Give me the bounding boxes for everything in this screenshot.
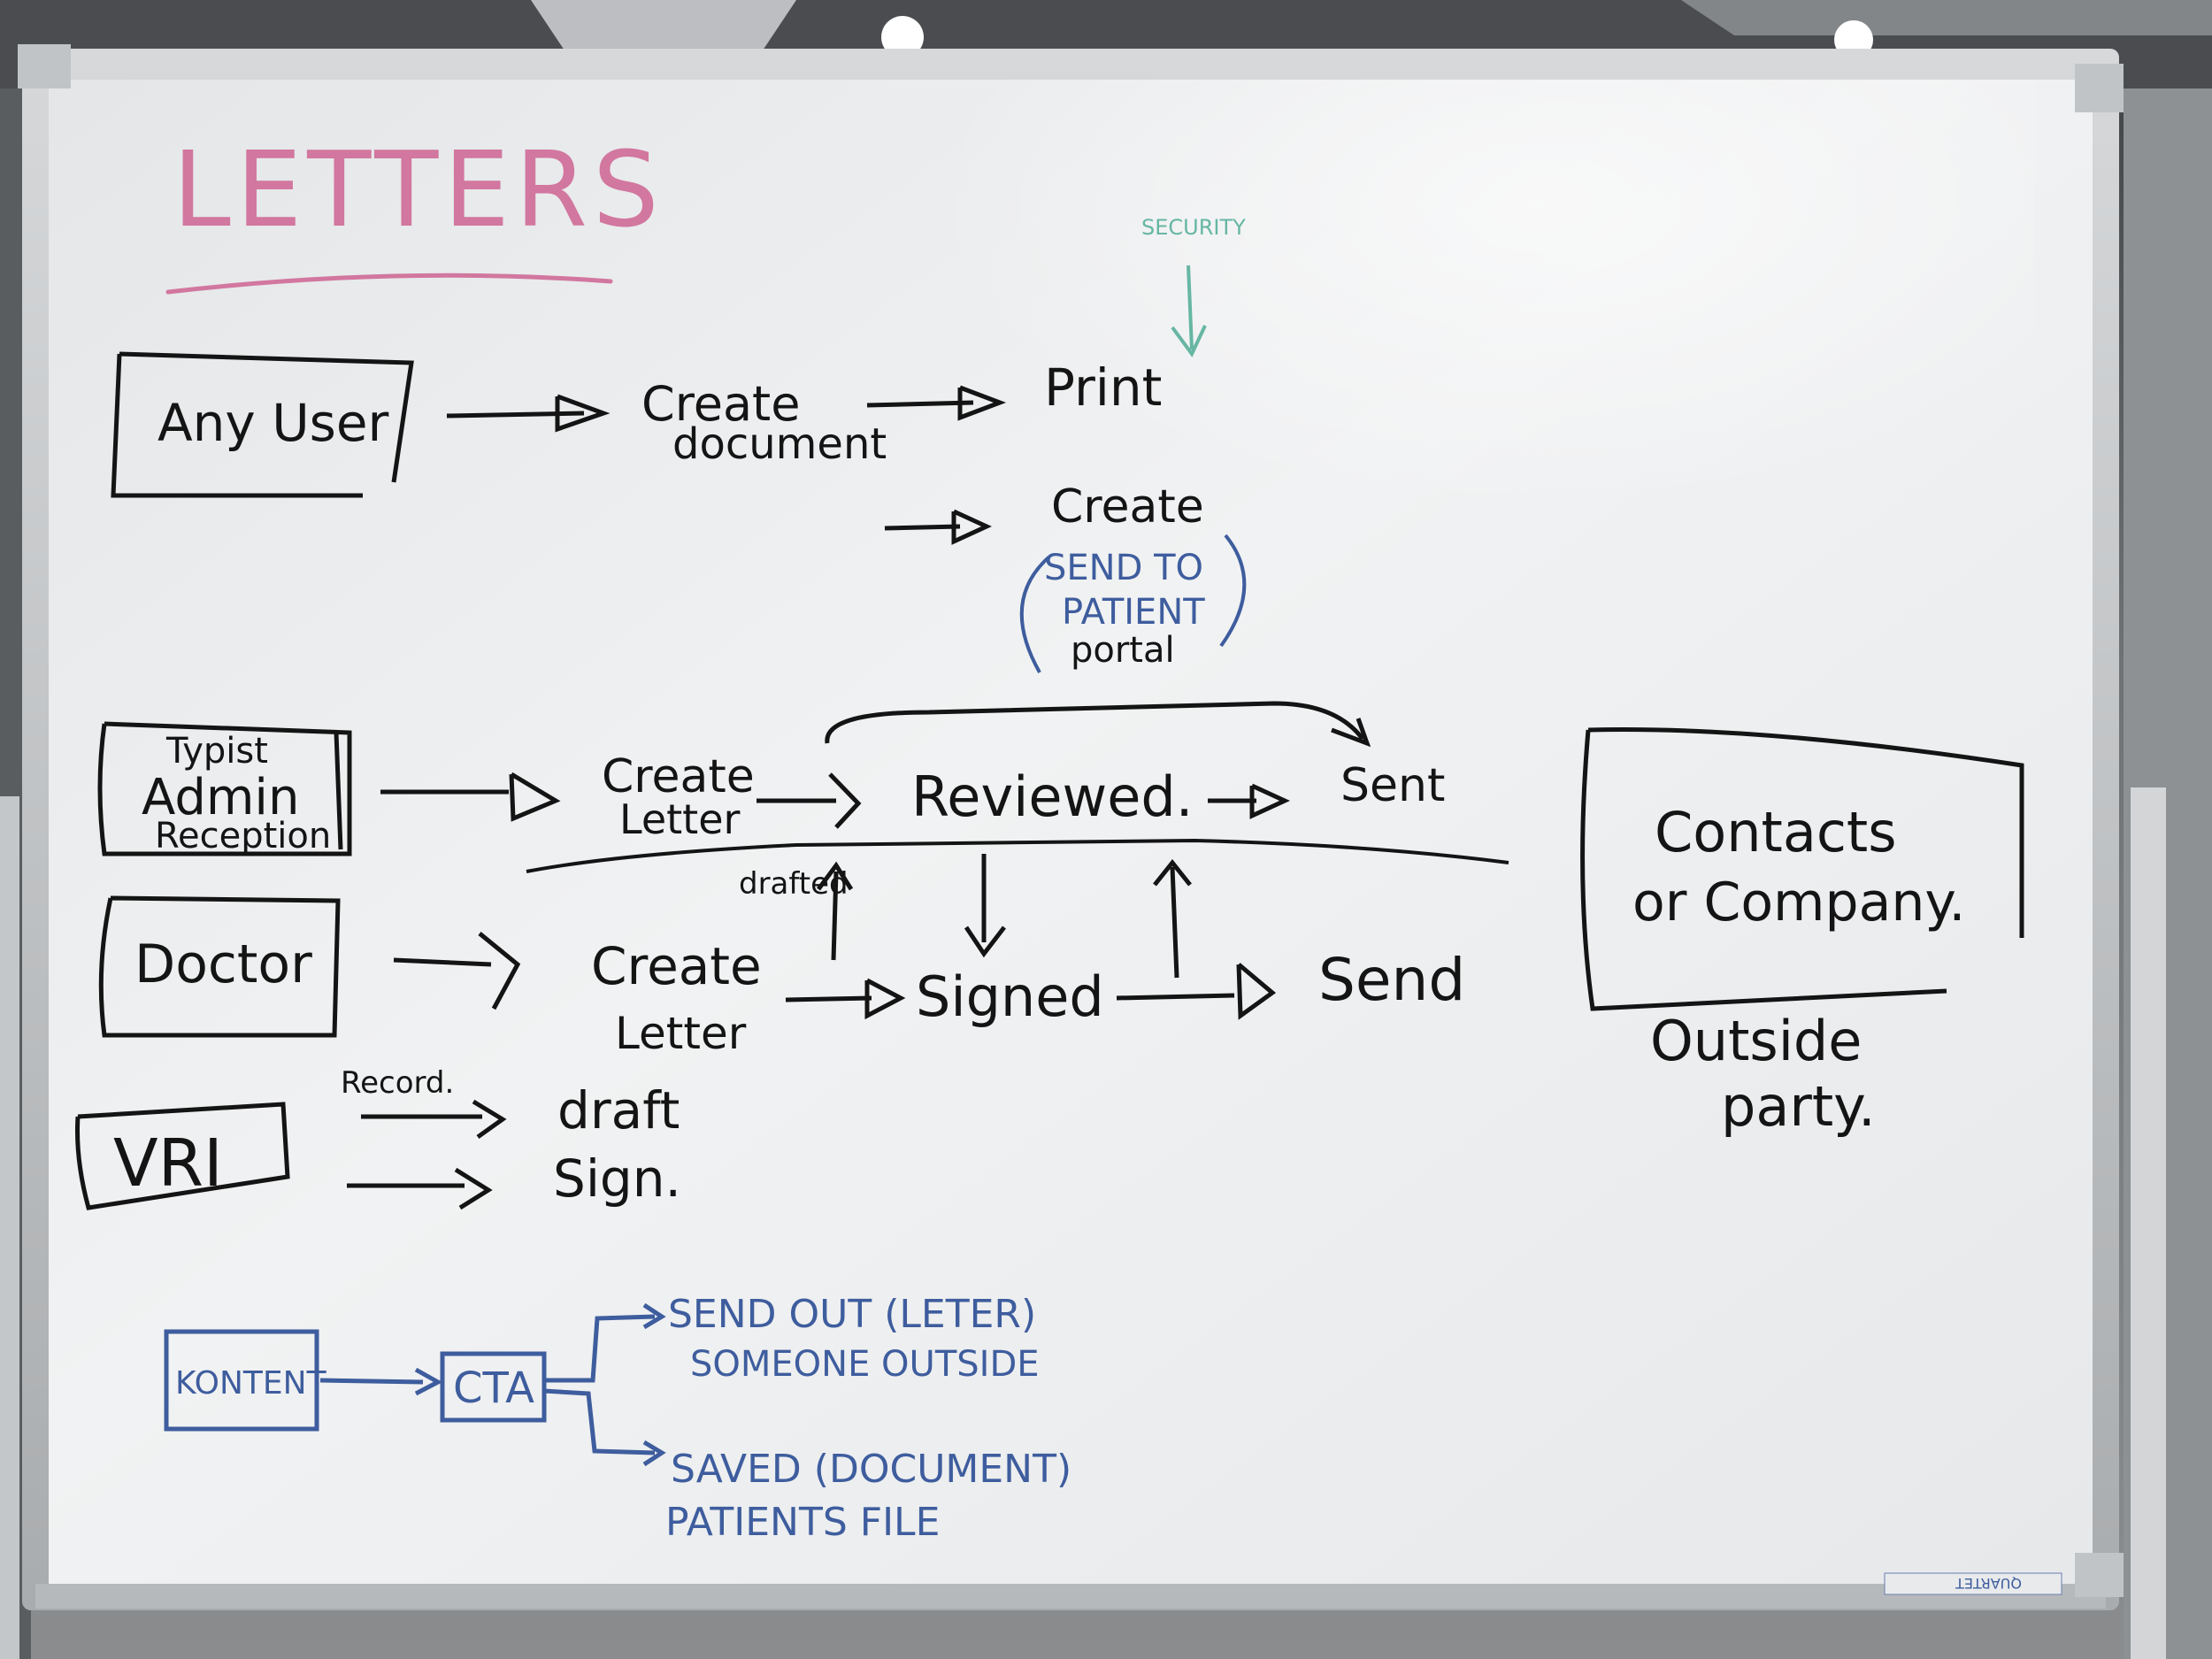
brand-sticker	[1884, 1572, 2062, 1595]
corner-br	[2075, 1553, 2124, 1597]
arrow-head-vri-to-sign	[454, 1167, 493, 1210]
actor-doctor: Doctor	[134, 933, 312, 995]
admin-create-line1: Create	[602, 750, 755, 803]
patient-bracket-right	[1219, 534, 1247, 648]
arc-create-to-sent	[825, 701, 1364, 744]
branch-to-send-out	[544, 1314, 656, 1383]
security-arrow-head	[1171, 325, 1207, 357]
marker-tray	[35, 1584, 2106, 1609]
arrow-head-content-to-cta	[414, 1367, 443, 1396]
step-reviewed: Reviewed.	[911, 764, 1193, 829]
step-create-patient: Create	[1051, 480, 1204, 534]
actor-box-doctor	[98, 895, 341, 1038]
arrow-send-up-head	[1153, 858, 1192, 887]
actor-admin-line3: Reception	[155, 816, 331, 856]
actor-admin-line2: Admin	[142, 769, 299, 826]
security-note: SECURITY	[1141, 215, 1246, 240]
arrow-head-signed-to-send	[1236, 963, 1277, 1020]
ceiling-panel	[531, 0, 796, 53]
saved-line1: SAVED (DOCUMENT)	[671, 1447, 1071, 1492]
arrow-create-to-print	[866, 400, 974, 408]
patient-note-line1: SEND TO	[1044, 548, 1203, 588]
outside-label-line2: party.	[1721, 1074, 1876, 1139]
arrow-any-to-create	[446, 411, 585, 419]
step-create-document-line1: Create	[641, 376, 800, 432]
content-box	[164, 1329, 319, 1432]
arrow-signed-to-send	[1116, 993, 1235, 1001]
cta-content-label: KONTENT	[175, 1365, 327, 1402]
board-title: LETTERS	[173, 128, 664, 250]
ceiling-panel-right	[1681, 0, 2212, 35]
step-sign: Sign.	[553, 1148, 681, 1209]
actor-box-vri	[75, 1102, 290, 1210]
security-arrow	[1187, 265, 1194, 350]
arrow-to-create-patient	[884, 524, 961, 531]
saved-line2: PATIENTS FILE	[665, 1500, 940, 1545]
doctor-create-line1: Create	[591, 936, 762, 996]
arrow-head-send-out	[642, 1302, 666, 1330]
actor-vri: VRI	[113, 1125, 223, 1202]
send-out-line2: SOMEONE OUTSIDE	[690, 1344, 1040, 1385]
corner-tr	[2075, 64, 2124, 112]
arrow-down-head	[964, 926, 1006, 958]
arrow-head-create-to-print	[957, 385, 1007, 421]
row-divider	[526, 838, 1509, 873]
arrow-head-admin-to-create	[509, 772, 561, 822]
title-underline	[165, 273, 613, 295]
patient-note-line2: PATIENT	[1062, 592, 1205, 633]
patient-note-line3: portal	[1071, 630, 1175, 671]
board-glare	[796, 80, 2035, 699]
brand-label: QUARTET	[1955, 1575, 2022, 1592]
arrow-up-to-reviewed	[831, 871, 839, 961]
cta-label: CTA	[453, 1363, 534, 1413]
step-sent: Sent	[1340, 759, 1445, 812]
arc-arrow-head	[1331, 718, 1371, 748]
outside-box-line2: or Company.	[1632, 872, 1965, 933]
outside-box	[1580, 727, 2024, 1011]
step-create-document-line2: document	[672, 419, 887, 469]
actor-box-any-user	[111, 351, 414, 498]
cta-box	[440, 1351, 547, 1423]
arrow-head-to-create-patient	[951, 509, 992, 545]
branch-to-saved	[543, 1388, 656, 1455]
arrow-head-any-to-create	[555, 394, 611, 433]
actor-box-admin	[97, 721, 352, 856]
arrow-head-create-to-signed	[864, 978, 906, 1020]
arrow-head-saved	[642, 1440, 666, 1467]
send-out-line1: SEND OUT (LETER)	[668, 1292, 1036, 1337]
arrow-send-to-sent	[1170, 866, 1179, 979]
arrow-up-head	[816, 861, 854, 891]
arrow-head-reviewed-to-sent	[1249, 783, 1290, 819]
step-send: Send	[1318, 946, 1465, 1014]
arrow-content-to-cta	[319, 1378, 424, 1385]
board-leg-right	[2131, 787, 2166, 1659]
arrow-doctor-to-create	[393, 957, 492, 967]
ceiling-light	[881, 16, 924, 58]
corner-tl	[18, 44, 71, 88]
step-draft: draft	[557, 1080, 680, 1141]
step-print: Print	[1044, 357, 1162, 418]
doctor-create-line2: Letter	[615, 1008, 747, 1059]
arrow-head-vri-to-draft	[472, 1099, 507, 1140]
arrow-head-create-to-reviewed	[828, 772, 862, 829]
label-record: Record.	[341, 1065, 454, 1101]
board-leg-left	[0, 796, 19, 1659]
arrow-create-to-signed	[785, 995, 872, 1002]
actor-admin-line1: Typist	[165, 731, 268, 772]
step-signed: Signed	[916, 964, 1104, 1029]
patient-bracket-left	[1019, 556, 1050, 673]
outside-box-line1: Contacts	[1655, 800, 1897, 864]
arrow-head-doctor-to-create	[478, 932, 521, 1010]
actor-any-user: Any User	[157, 393, 389, 453]
outside-label-line1: Outside	[1650, 1009, 1862, 1073]
admin-create-line2: Letter	[619, 795, 740, 843]
